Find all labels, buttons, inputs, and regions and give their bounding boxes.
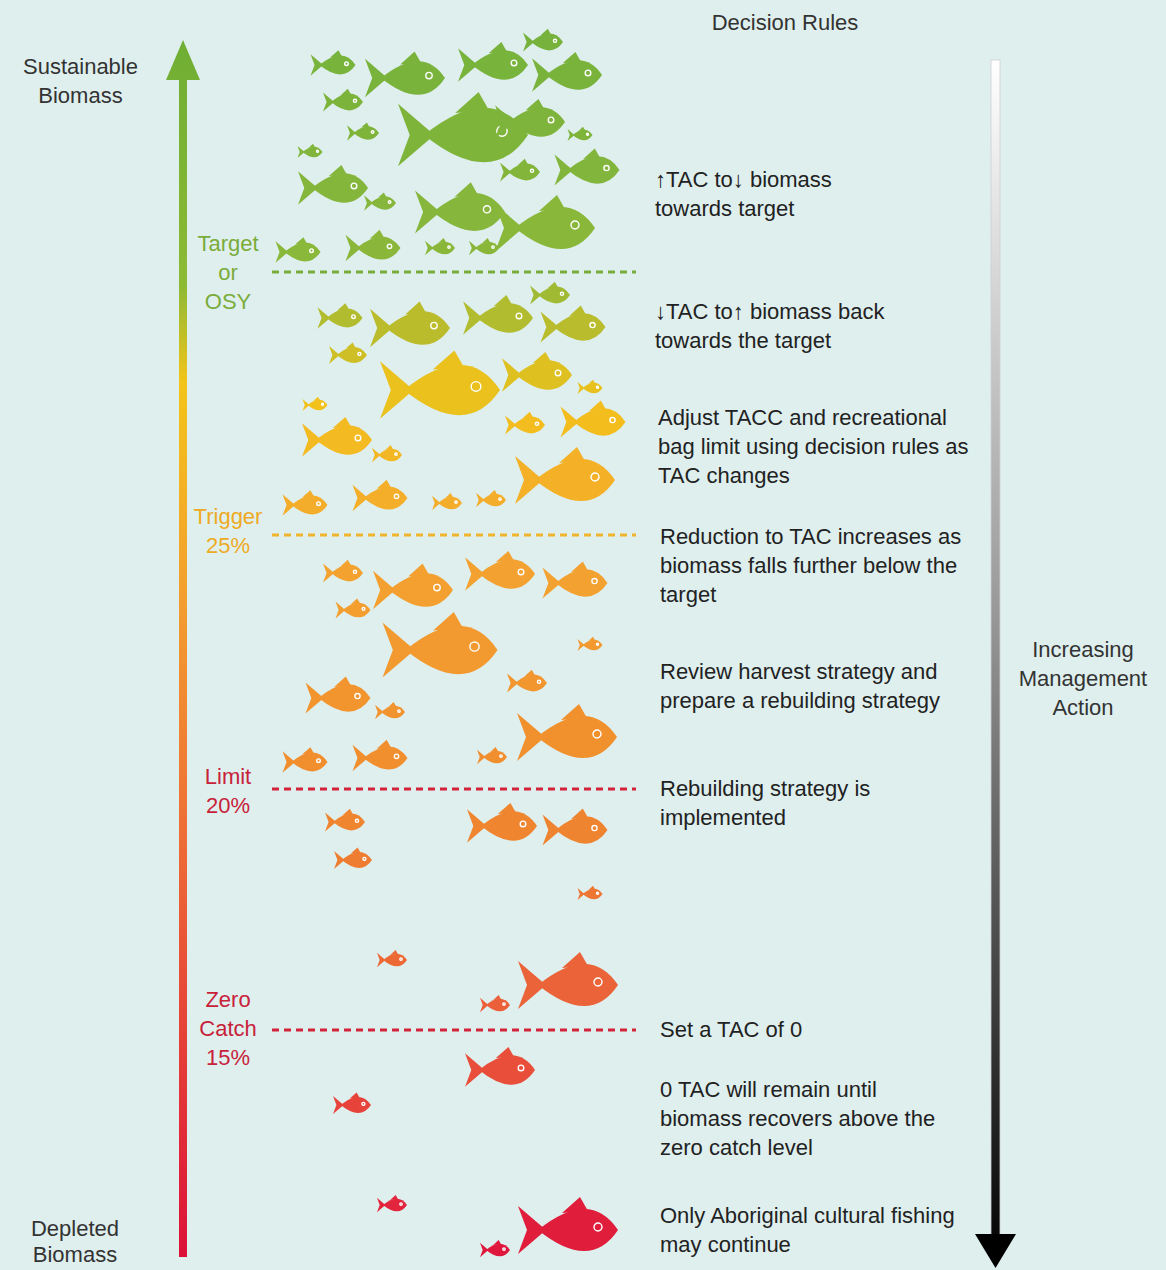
fish-icon: [568, 127, 593, 141]
decision-rule: 0 TAC will remain until biomass recovers…: [660, 1075, 960, 1162]
fish-icon: [561, 401, 626, 438]
level-label: Zero Catch 15%: [199, 985, 256, 1072]
fish-icon: [465, 1047, 535, 1087]
fish-icon: [380, 350, 500, 418]
fish-icon: [480, 995, 510, 1012]
fish-icon: [334, 847, 372, 869]
fish-icon: [532, 52, 602, 92]
fish-icon: [432, 493, 462, 510]
level-label: Limit 20%: [205, 762, 251, 820]
fish-icon: [477, 747, 507, 764]
fish-icon: [336, 598, 371, 618]
fish-icon: [329, 342, 367, 364]
fish-icon: [311, 50, 356, 76]
fish-icon: [515, 447, 615, 504]
fish-icon: [298, 144, 323, 158]
axis-label: Increasing Management Action: [1019, 635, 1147, 722]
axis-label: Sustainable Biomass: [8, 52, 153, 110]
fish-icon: [365, 52, 445, 98]
fish-icon: [398, 92, 528, 166]
fish-group: [276, 29, 626, 1257]
axis-label: Depleted Biomass: [31, 1216, 119, 1268]
fish-icon: [507, 670, 547, 693]
fish-icon: [373, 564, 453, 610]
fish-icon: [465, 551, 535, 591]
fish-icon: [302, 417, 372, 457]
fish-icon: [347, 122, 379, 140]
fish-icon: [370, 302, 450, 348]
fish-icon: [578, 637, 603, 651]
fish-icon: [578, 380, 603, 394]
fish-icon: [463, 295, 533, 335]
fish-icon: [283, 490, 328, 516]
fish-icon: [469, 238, 499, 255]
decision-rule: ↑TAC to↓ biomass towards target: [655, 165, 885, 223]
fish-icon: [276, 237, 321, 263]
level-label: Target or OSY: [197, 229, 258, 316]
zero-catch-line: [272, 1029, 636, 1032]
fish-icon: [353, 740, 408, 771]
fish-icon: [505, 412, 545, 435]
decision-rule: Adjust TACC and recreational bag limit u…: [658, 403, 988, 490]
decision-rule: ↓TAC to↑ biomass back towards the target: [655, 297, 945, 355]
limit-line: [272, 788, 636, 791]
level-label: Trigger 25%: [194, 502, 263, 560]
fish-icon: [495, 99, 565, 139]
fish-icon: [377, 950, 407, 967]
fish-icon: [383, 612, 498, 678]
fish-icon: [555, 149, 620, 186]
fish-icon: [530, 282, 570, 305]
fish-icon: [541, 306, 606, 343]
trigger-line: [272, 534, 636, 537]
fish-icon: [306, 677, 371, 714]
fish-icon: [325, 809, 365, 832]
fish-icon: [323, 89, 363, 112]
fish-icon: [500, 159, 540, 182]
fish-icon: [495, 195, 595, 252]
biomass-arrow: [166, 40, 200, 1257]
fish-icon: [458, 42, 528, 82]
decision-rule: Review harvest strategy and prepare a re…: [660, 657, 960, 715]
fish-icon: [476, 490, 506, 507]
fish-icon: [375, 702, 405, 719]
column-heading: Decision Rules: [680, 8, 890, 37]
decision-rule: Only Aboriginal cultural fishing may con…: [660, 1201, 960, 1259]
fish-icon: [303, 397, 328, 411]
decision-rule: Set a TAC of 0: [660, 1015, 960, 1044]
fish-icon: [333, 1092, 371, 1114]
fish-icon: [353, 480, 408, 511]
fish-icon: [377, 1195, 407, 1212]
fish-icon: [517, 704, 617, 761]
fish-icon: [346, 230, 401, 261]
decision-rule: Reduction to TAC increases as biomass fa…: [660, 522, 970, 609]
management-arrow: [975, 60, 1016, 1268]
fish-icon: [364, 192, 396, 210]
fish-icon: [543, 809, 608, 846]
fish-icon: [543, 562, 608, 599]
fish-icon: [502, 352, 572, 392]
fish-icon: [518, 1197, 618, 1254]
fish-icon: [578, 886, 603, 900]
fish-icon: [298, 165, 368, 205]
fish-icon: [480, 1240, 510, 1257]
fish-icon: [372, 445, 402, 462]
fish-icon: [425, 238, 455, 255]
fish-icon: [323, 560, 363, 583]
fish-icon: [518, 952, 618, 1009]
fish-icon: [415, 182, 505, 233]
target-line: [272, 271, 636, 274]
fish-icon: [318, 303, 363, 329]
fish-icon: [523, 29, 563, 52]
fish-icon: [283, 747, 328, 773]
fish-icon: [467, 803, 537, 843]
decision-rule: Rebuilding strategy is implemented: [660, 774, 900, 832]
